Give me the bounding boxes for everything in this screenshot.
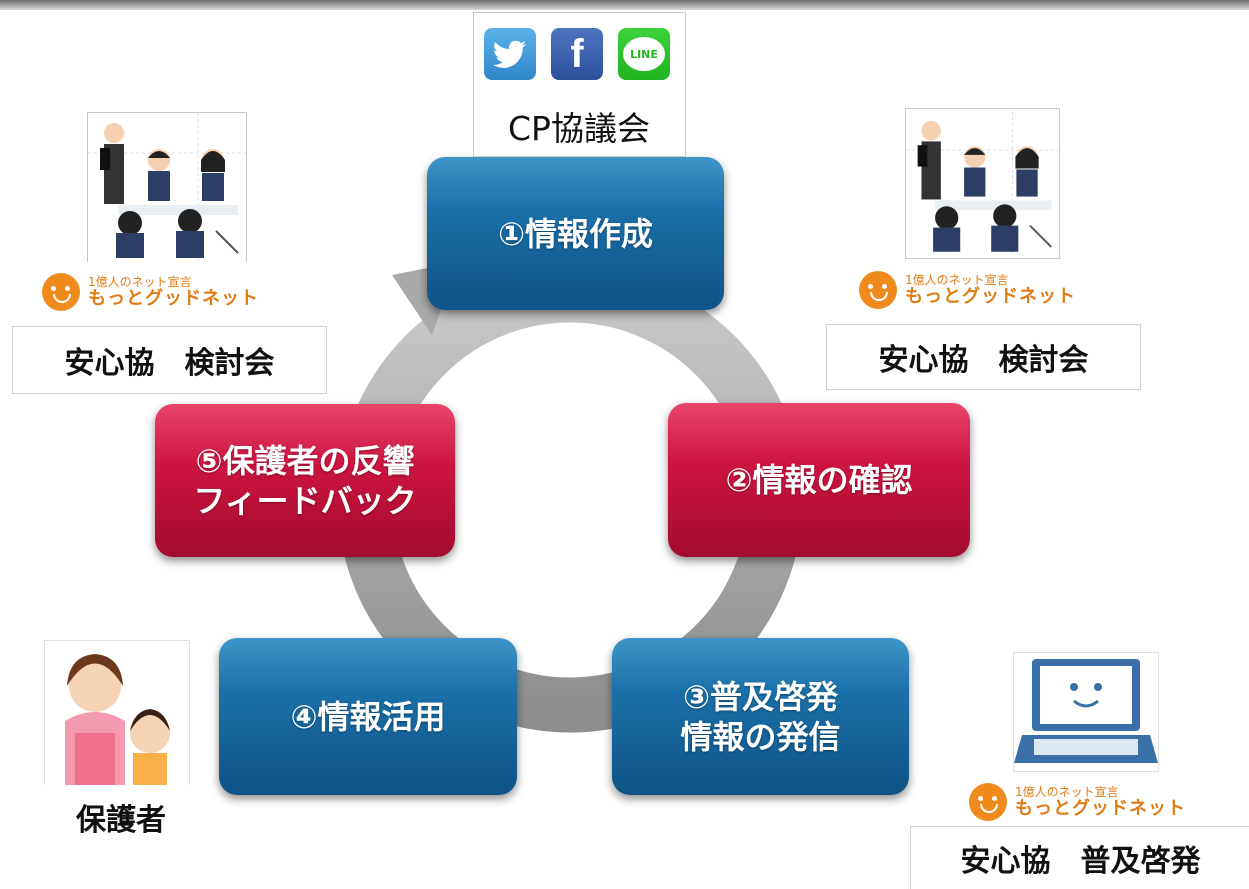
facebook-icon: f <box>551 28 603 80</box>
goodnet-face-icon <box>859 271 897 309</box>
goodnet-face-icon <box>969 783 1007 821</box>
logo-line2: もっとグッドネット <box>905 285 1076 307</box>
line-icon: LINE <box>618 28 670 80</box>
step-1-create: ①情報作成 <box>427 157 724 310</box>
anshinkyo-review-label-right: 安心協 検討会 <box>826 324 1141 390</box>
twitter-icon <box>484 28 536 80</box>
laptop-illustration <box>1013 652 1159 772</box>
logo-line1: 1億人のネット宣言 <box>1015 784 1119 799</box>
guardian-label: 保護者 <box>44 785 198 849</box>
logo-line1: 1億人のネット宣言 <box>88 274 192 289</box>
step-4-use: ④情報活用 <box>219 638 517 795</box>
goodnet-logo-right: 1億人のネット宣言 もっとグッドネット <box>853 260 1093 320</box>
logo-line2: もっとグッドネット <box>1015 797 1186 819</box>
anshinkyo-review-label-left: 安心協 検討会 <box>12 326 327 394</box>
goodnet-face-icon <box>42 273 80 311</box>
step-3-publish: ③普及啓発 情報の発信 <box>612 638 909 795</box>
guardian-illustration <box>44 640 190 786</box>
logo-line1: 1億人のネット宣言 <box>905 272 1009 287</box>
line-icon-text: LINE <box>630 47 658 61</box>
step-2-label: ②情報の確認 <box>725 461 913 499</box>
step-4-label: ④情報活用 <box>290 697 446 736</box>
goodnet-logo-left: 1億人のネット宣言 もっとグッドネット <box>36 262 276 322</box>
step-2-confirm: ②情報の確認 <box>668 403 970 557</box>
goodnet-logo-bottom: 1億人のネット宣言 もっとグッドネット <box>963 773 1203 831</box>
step-1-label: ①情報作成 <box>497 214 654 253</box>
meeting-illustration-right <box>905 108 1060 259</box>
step-3-label: ③普及啓発 情報の発信 <box>680 677 841 756</box>
top-border <box>0 0 1249 10</box>
meeting-illustration-left <box>87 112 247 263</box>
step-5-feedback: ⑤保護者の反響 フィードバック <box>155 404 455 557</box>
cp-council-label: CP協議会 <box>508 109 650 148</box>
logo-line2: もっとグッドネット <box>88 287 259 309</box>
anshinkyo-outreach-label: 安心協 普及啓発 <box>910 826 1249 889</box>
step-5-label: ⑤保護者の反響 フィードバック <box>193 441 417 520</box>
